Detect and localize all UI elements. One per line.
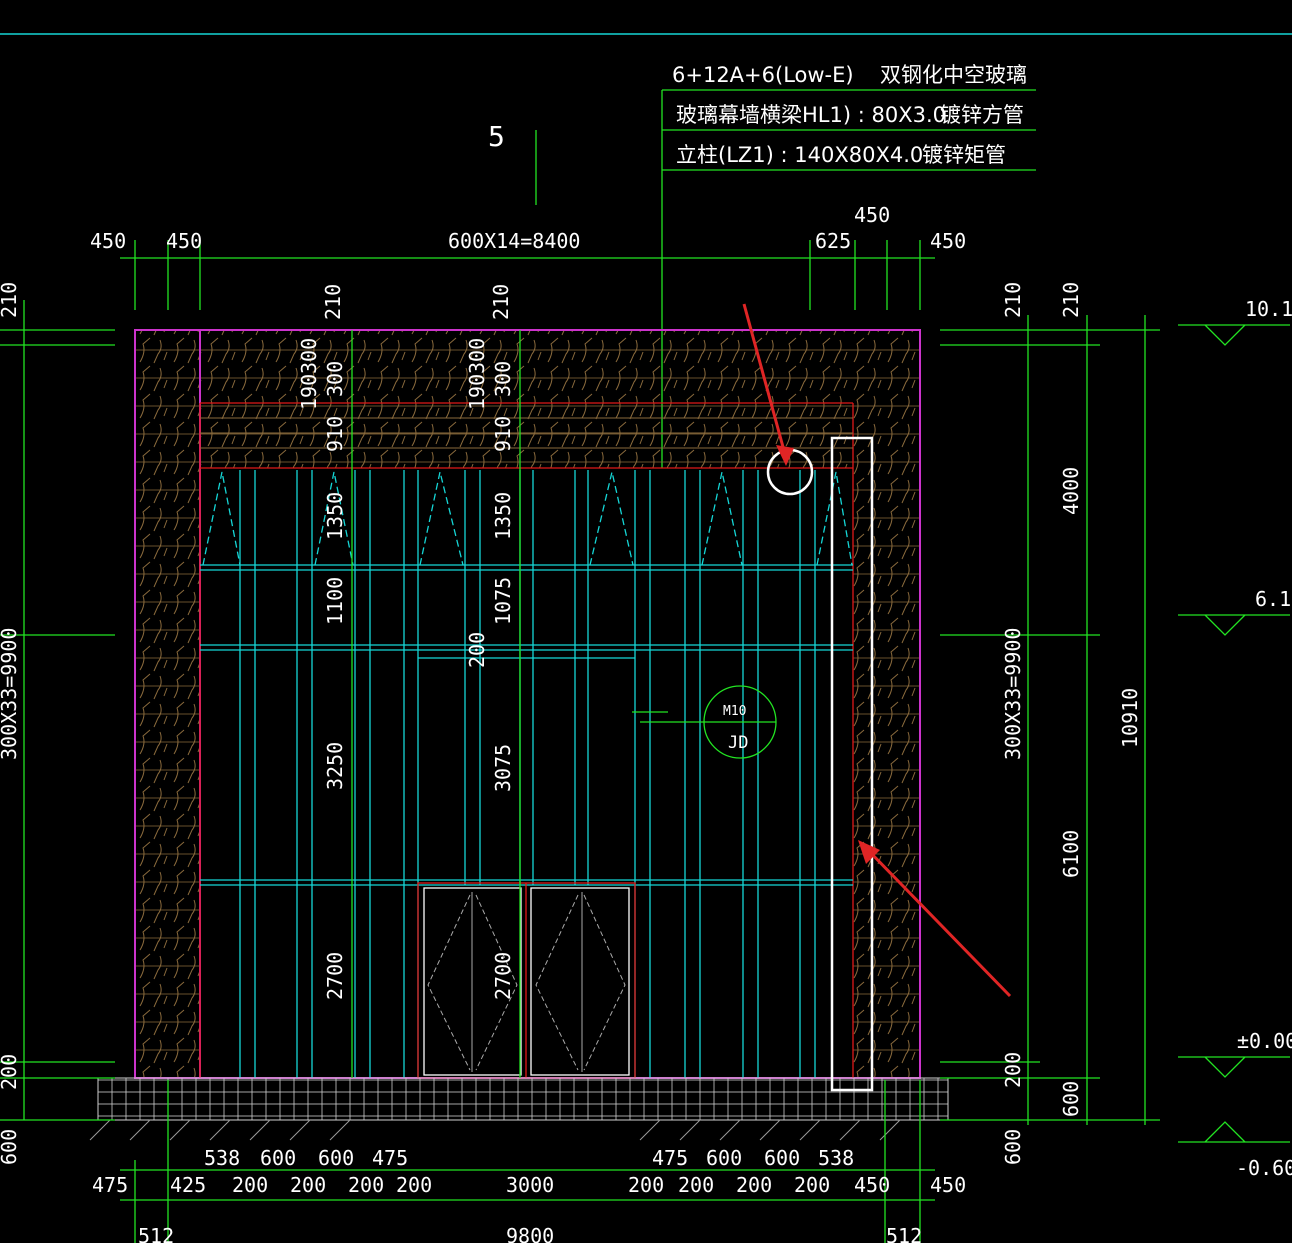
right-mid-210: 210 [1059,282,1083,318]
top-dimension-line: 450 450 600X14=8400 625 450 450 [90,203,966,310]
elevation-6100: 6.100 [1255,587,1292,611]
callout-top: M10 [723,704,746,719]
bottom2-450b: 450 [930,1173,966,1197]
bottom1-475b: 475 [652,1146,688,1170]
bottom2-425: 425 [170,1173,206,1197]
col2-dim-910: 910 [491,416,515,452]
bottom1-600a: 600 [260,1146,296,1170]
elevation-10100: 10.100 [1245,297,1292,321]
bottom2-200d: 200 [396,1173,432,1197]
col2-dim-1350: 1350 [491,492,515,540]
col1-dim-210: 210 [321,284,345,320]
interior-dims-col2: 210 190 300 300 910 1350 1075 200 3075 2… [465,284,521,1078]
bottom3-512b: 512 [886,1224,922,1243]
spec-code-3: 立柱(LZ1) : 140X80X4.0 [676,143,923,167]
col2-dim-3075: 3075 [491,744,515,792]
col1-dim-1100: 1100 [323,577,347,625]
col2-dim-190: 190 [465,374,489,410]
left-dim-600: 600 [0,1129,21,1165]
right-inner-600: 600 [1001,1129,1025,1165]
elevation-minus-600: -0.600 [1236,1156,1292,1180]
bottom-dimension-lines: 538 600 600 475 475 600 600 538 475 425 … [92,1080,966,1243]
top-dim-6: 450 [930,229,966,253]
bottom2-200e: 200 [628,1173,664,1197]
bottom1-600d: 600 [764,1146,800,1170]
bottom2-450a: 450 [854,1173,890,1197]
bottom2-200h: 200 [794,1173,830,1197]
top-dim-2: 450 [166,229,202,253]
bottom1-475a: 475 [372,1146,408,1170]
entrance-doors [417,882,636,1079]
annotation-arrow-2 [864,846,1012,998]
right-mid-6100: 6100 [1059,830,1083,878]
col2-dim-2700: 2700 [491,952,515,1000]
top-dim-4: 625 [815,229,851,253]
bottom2-475: 475 [92,1173,128,1197]
col1-dim-300a: 300 [297,338,321,374]
elevation-0000: ±0.000 [1237,1029,1292,1053]
col1-dim-190: 190 [297,374,321,410]
bottom1-600b: 600 [318,1146,354,1170]
detail-callout: M10 JD [632,685,777,759]
right-inner-200: 200 [1001,1052,1025,1088]
left-dim-9900: 300X33=9900 [0,628,21,760]
bottom1-538a: 538 [204,1146,240,1170]
col1-dim-1350: 1350 [323,492,347,540]
callout-bottom: JD [728,733,748,753]
bottom2-200b: 200 [290,1173,326,1197]
col1-dim-2700: 2700 [323,952,347,1000]
right-mid-4000: 4000 [1059,467,1083,515]
left-dim-200: 200 [0,1054,21,1090]
col2-dim-200: 200 [465,632,489,668]
top-dim-5: 450 [854,203,890,227]
bottom2-200a: 200 [232,1173,268,1197]
bottom2-3000: 3000 [506,1173,554,1197]
col2-dim-210: 210 [489,284,513,320]
right-inner-9900: 300X33=9900 [1001,628,1025,760]
col1-dim-300b: 300 [323,361,347,397]
section-mark: 5 [488,120,505,153]
right-inner-210: 210 [1001,282,1025,318]
spec-desc-2: 镀锌方管 [940,103,1024,127]
left-dimension-line: 210 300X33=9900 200 600 [0,282,115,1165]
col1-dim-3250: 3250 [323,742,347,790]
top-dim-1: 450 [90,229,126,253]
bottom2-200c: 200 [348,1173,384,1197]
spec-code-2: 玻璃幕墙横梁HL1) : 80X3.0 [676,103,946,127]
highlight-rectangle [830,436,874,1092]
left-dim-210: 210 [0,282,21,318]
elevation-markers: 10.100 6.100 ±0.000 -0.600 [1178,297,1292,1180]
col2-dim-300a: 300 [465,338,489,374]
annotation-highlights [742,303,1012,1092]
spec-note-table: 6+12A+6(Low-E) 双钢化中空玻璃 玻璃幕墙横梁HL1) : 80X3… [661,63,1036,677]
col1-dim-910: 910 [323,416,347,452]
annotation-arrow-1 [742,303,788,459]
spec-desc-3: 镀锌矩管 [922,143,1006,167]
bottom1-538b: 538 [818,1146,854,1170]
bottom1-600c: 600 [706,1146,742,1170]
facade-elevation [89,329,949,1141]
col2-dim-300b: 300 [491,361,515,397]
top-dim-3: 600X14=8400 [448,229,580,253]
bottom2-200g: 200 [736,1173,772,1197]
bottom2-200f: 200 [678,1173,714,1197]
bottom3-9800: 9800 [506,1224,554,1243]
right-total-10910: 10910 [1118,688,1142,748]
right-dimension-lines: 210 300X33=9900 200 600 210 4000 6100 60… [940,282,1160,1165]
spec-code-1: 6+12A+6(Low-E) [672,63,854,87]
col2-dim-1075: 1075 [491,577,515,625]
interior-dims-col1: 210 190 300 300 910 1350 1100 3250 2700 [297,284,353,1078]
spec-desc-1: 双钢化中空玻璃 [880,63,1027,87]
right-mid-600: 600 [1059,1081,1083,1117]
bottom3-512a: 512 [138,1224,174,1243]
